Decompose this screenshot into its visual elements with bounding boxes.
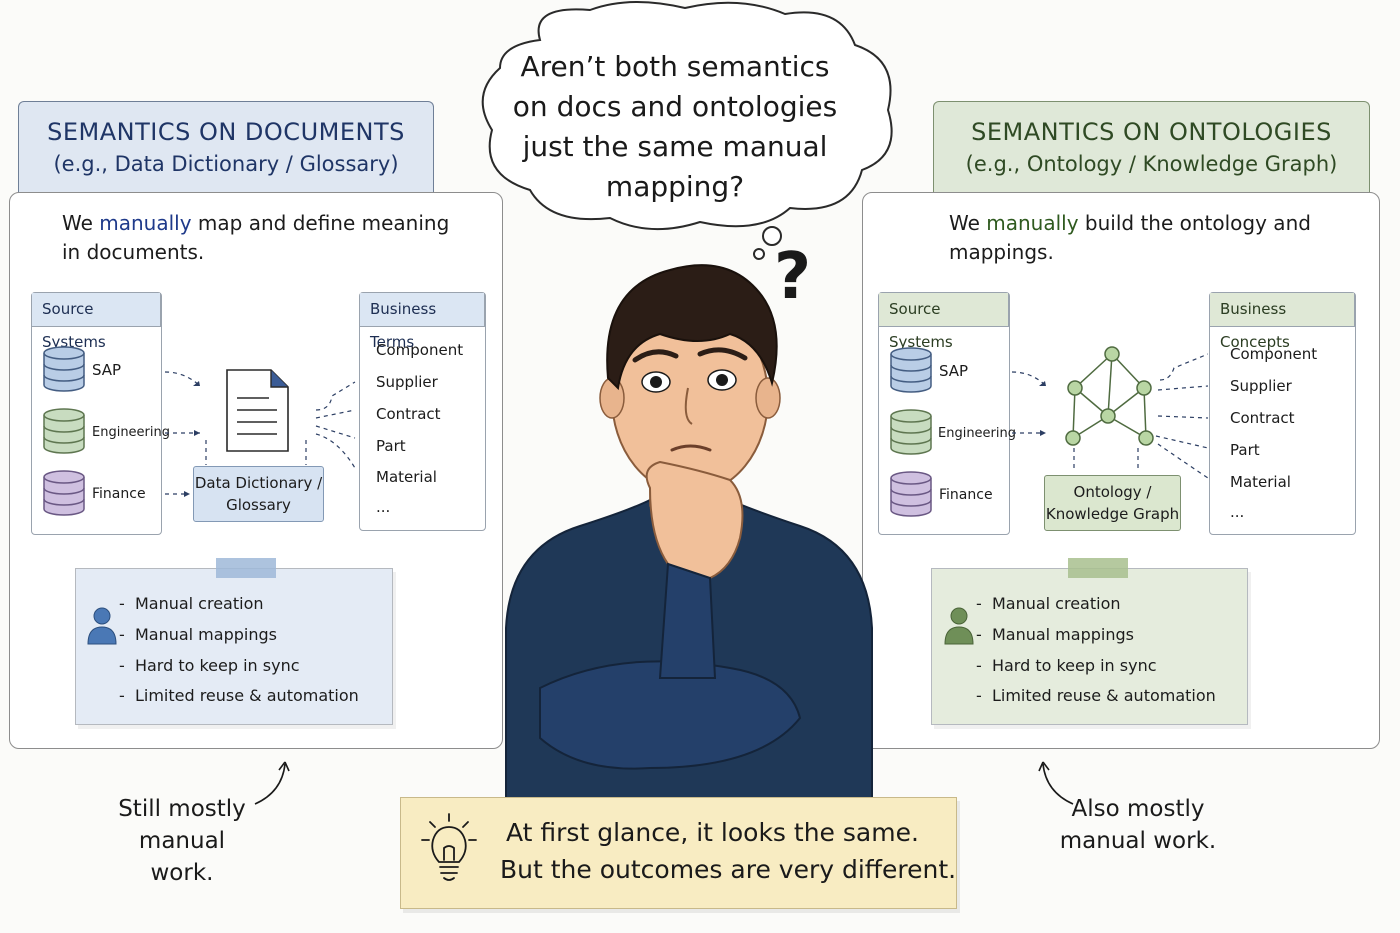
right-note-item: - Manual creation [976,594,1121,613]
question-mark: ? [774,240,812,314]
right-sticky-note [931,568,1248,725]
right-term: ... [1230,503,1245,521]
right-note-item: - Hard to keep in sync [976,656,1157,675]
left-side-note: Still mostly manual work. [118,796,246,886]
right-connectors [1011,353,1208,479]
database-icon [43,408,85,454]
thought-bubble-text: Aren’t both semantics on docs and ontolo… [512,50,838,203]
right-database-icons [890,347,932,517]
right-business-concepts-box: Business Concepts [1209,292,1356,535]
left-term: Part [376,437,406,455]
database-icon [890,471,932,517]
right-title-tab: SEMANTICS ON ONTOLOGIES (e.g., Ontology … [933,101,1370,193]
left-note-item: - Hard to keep in sync [119,656,300,675]
thought-bubble [481,1,893,260]
knowledge-graph-icon [1065,346,1154,446]
footer-note [400,797,957,909]
right-subtitle: (e.g., Ontology / Knowledge Graph) [965,152,1338,176]
right-term: Material [1230,473,1291,491]
left-center-label: Data Dictionary / Glossary [193,466,324,522]
right-source-finance: Finance [939,487,993,503]
database-icon [43,346,85,392]
right-source-engineering: Engineering [938,426,1016,441]
left-source-engineering: Engineering [92,425,170,440]
person-icon [944,607,974,645]
right-term: Component [1230,345,1318,363]
right-source-systems-header: Source Systems [879,293,1009,351]
right-term: Supplier [1230,377,1292,395]
left-term: Contract [376,405,441,423]
left-term: Component [376,341,464,359]
footer-line-2: But the outcomes are very different. [500,855,957,884]
right-curved-arrow [1038,761,1074,805]
left-business-terms-header: Business Terms [360,293,485,351]
right-intro: We manually build the ontology and mappi… [949,211,1311,264]
left-title-tab: SEMANTICS ON DOCUMENTS (e.g., Data Dicti… [18,101,434,193]
footer-line-1: At first glance, it looks the same. [506,818,919,847]
left-title: SEMANTICS ON DOCUMENTS [47,118,405,146]
lightbulb-icon [421,813,477,881]
left-source-sap: SAP [92,361,122,379]
left-business-terms-box: Business Terms [359,292,486,531]
left-subtitle: (e.g., Data Dictionary / Glossary) [53,152,399,176]
left-database-icons [43,346,85,516]
left-note-item: - Manual mappings [119,625,277,644]
person-icon [87,607,117,645]
right-note-item: - Limited reuse & automation [976,686,1216,705]
thinking-person-illustration [505,264,873,803]
left-term: Supplier [376,373,438,391]
left-term: ... [376,498,391,516]
right-business-concepts-header: Business Concepts [1210,293,1355,351]
right-term: Contract [1230,409,1295,427]
right-term: Part [1230,441,1260,459]
right-title: SEMANTICS ON ONTOLOGIES [971,118,1332,146]
left-note-item: - Limited reuse & automation [119,686,359,705]
left-term: Material [376,468,437,486]
left-sticky-note [75,568,393,725]
document-icon [226,369,289,452]
right-tape [1068,558,1128,578]
database-icon [890,347,932,393]
database-icon [43,470,85,516]
right-note-item: - Manual mappings [976,625,1134,644]
right-center-label: Ontology / Knowledge Graph [1044,475,1181,531]
left-tape [216,558,276,578]
right-side-note: Also mostly manual work. [1059,796,1217,854]
left-note-item: - Manual creation [119,594,264,613]
left-source-finance: Finance [92,486,146,502]
right-intro-highlight: manually [986,211,1079,235]
database-icon [890,409,932,455]
right-source-sap: SAP [939,362,969,380]
left-curved-arrow [254,761,290,805]
left-source-systems-header: Source Systems [32,293,161,351]
left-connectors [164,371,356,497]
left-intro: We manually map and define meaning in do… [62,211,450,264]
left-intro-highlight: manually [99,211,192,235]
